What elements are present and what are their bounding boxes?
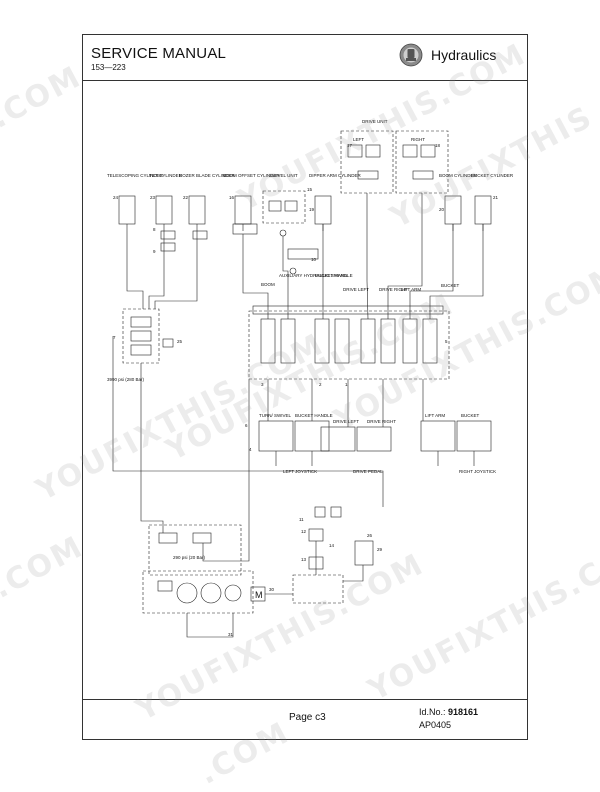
- boom-cylinder-label: BOOM CYLINDER: [439, 173, 478, 178]
- component-number: 2: [319, 382, 322, 387]
- valve-drive-right-label: DRIVE RIGHT: [379, 287, 408, 292]
- control-bucket-label: BUCKET: [461, 413, 480, 418]
- component-number: 24: [113, 195, 119, 200]
- component-number: 13: [301, 557, 307, 562]
- tilt-cylinder-label: TILT CYLINDER: [149, 173, 183, 178]
- control-drive-right-label: DRIVE RIGHT: [367, 419, 396, 424]
- valve-auxiliary-label: AUXILIARY HYDRAULIC SWIVEL: [279, 273, 348, 278]
- telescoping-cylinder-label: TELESCOPING CYLINDER: [107, 173, 164, 178]
- hydraulic-schematic: DRIVE UNIT LEFT RIGHT TELESCOPING CYLIND…: [107, 119, 514, 638]
- drive-left-top-label: LEFT: [353, 137, 364, 142]
- component-number: 8: [153, 227, 156, 232]
- drive-unit-label: DRIVE UNIT: [362, 119, 388, 124]
- left-joystick-label: LEFT JOYSTICK: [283, 469, 317, 474]
- component-number: 26: [367, 533, 373, 538]
- component-number: 17: [347, 143, 353, 148]
- component-number: 5: [445, 339, 448, 344]
- page-number: Page c3: [289, 712, 326, 723]
- bucket-cylinder-label: BUCKET CYLINDER: [471, 173, 514, 178]
- hydraulics-logo-icon: [399, 43, 423, 67]
- component-number: 31: [228, 632, 234, 637]
- boom-offset-cylinder-label: BOOM OFFSET CYLINDER: [223, 173, 280, 178]
- pump-note: 290 psi (20 Bar): [173, 555, 206, 560]
- model-range: 153—223: [91, 63, 126, 72]
- component-number: 9: [153, 249, 156, 254]
- drive-pedal-label: DRIVE PEDAL: [353, 469, 383, 474]
- component-number: 19: [309, 207, 315, 212]
- right-joystick-label: RIGHT JOYSTICK: [459, 469, 496, 474]
- valve-bucket-handle-label: BUCKET HANDLE: [315, 273, 353, 278]
- component-number: 22: [183, 195, 189, 200]
- component-number: 3: [261, 382, 264, 387]
- component-number: 25: [177, 339, 183, 344]
- control-turn-swivel-label: TURN/ SWIVEL: [259, 413, 292, 418]
- component-number: 30: [269, 587, 275, 592]
- component-number: 6: [245, 423, 248, 428]
- dozer-blade-cylinder-label: DOZER BLADE CYLINDER: [179, 173, 236, 178]
- swivel-unit-label: SWIVEL UNIT: [269, 173, 298, 178]
- manual-page: SERVICE MANUAL 153—223 Hydraulics: [82, 34, 528, 740]
- component-number: 21: [493, 195, 499, 200]
- control-lift-arm-label: LIFT ARM: [425, 413, 445, 418]
- manual-title: SERVICE MANUAL: [91, 45, 227, 62]
- component-number: 15: [307, 187, 313, 192]
- dipper-arm-cylinder-label: DIPPER ARM CYLINDER: [309, 173, 362, 178]
- page-header: SERVICE MANUAL 153—223 Hydraulics: [83, 35, 527, 81]
- watermark: .COM: [0, 529, 90, 606]
- drive-right-top-label: RIGHT: [411, 137, 425, 142]
- component-number: 11: [299, 517, 304, 522]
- id-number: Id.No.: 918161: [419, 707, 478, 717]
- watermark: .COM: [0, 59, 88, 136]
- component-number: 23: [150, 195, 156, 200]
- pressure-note: 3990 psi (280 Bar): [107, 377, 145, 382]
- control-bucket-handle-label: BUCKET HANDLE: [295, 413, 333, 418]
- section-title: Hydraulics: [431, 47, 497, 63]
- component-number: 7: [113, 335, 116, 340]
- component-number: 14: [329, 543, 335, 548]
- page-footer: Page c3 Id.No.: 918161 AP0405: [83, 699, 527, 739]
- ap-number: AP0405: [419, 720, 452, 730]
- component-number: 10: [311, 257, 317, 262]
- id-number-label: Id.No.:: [419, 707, 446, 717]
- valve-lift-arm-label: LIFT ARM: [401, 287, 421, 292]
- component-number: 4: [249, 447, 252, 452]
- id-number-value: 918161: [448, 707, 479, 717]
- control-drive-left-label: DRIVE LEFT: [333, 419, 359, 424]
- valve-drive-left-label: DRIVE LEFT: [343, 287, 369, 292]
- component-number: 20: [439, 207, 445, 212]
- component-number: 18: [435, 143, 441, 148]
- valve-boom-label: BOOM: [261, 282, 275, 287]
- valve-bucket-label: BUCKET: [441, 283, 460, 288]
- component-number: 1: [345, 382, 348, 387]
- motor-label: M: [255, 590, 263, 600]
- component-number: 12: [301, 529, 307, 534]
- component-number: 16: [229, 195, 235, 200]
- component-number: 29: [377, 547, 383, 552]
